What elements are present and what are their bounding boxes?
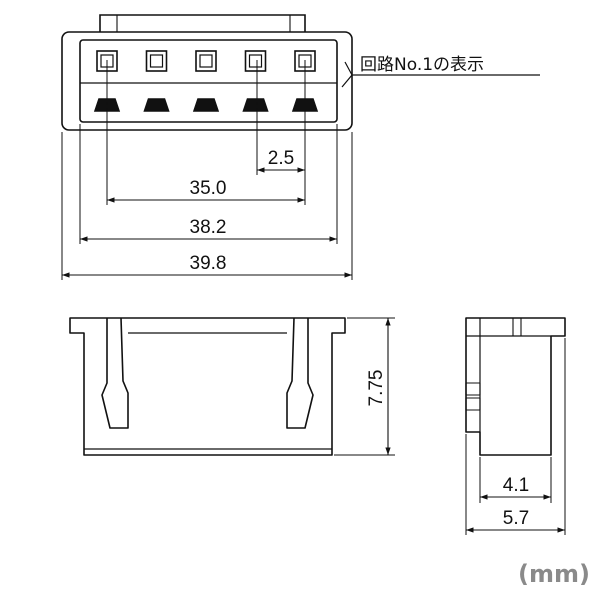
dim-height-value: 7.75 <box>366 370 387 407</box>
front-view <box>69 317 346 456</box>
pin-cavity-outer <box>244 50 267 72</box>
right-latch <box>286 317 314 429</box>
top-view-inner-body <box>79 39 338 123</box>
dim-inner-depth-value: 4.1 <box>503 475 529 496</box>
pin1-callout <box>341 61 540 88</box>
dim-pitch-value: 2.5 <box>268 148 294 169</box>
side-dimension-lines <box>465 338 566 535</box>
side-view-notch-1 <box>465 382 481 396</box>
dimension-lines <box>62 167 352 278</box>
dim-inner-width-value: 38.2 <box>190 217 227 238</box>
callout-leader <box>341 61 353 88</box>
pin-cavities <box>93 50 319 112</box>
pin-cavity-outer <box>145 50 168 72</box>
top-view <box>61 14 353 131</box>
left-latch <box>101 317 129 429</box>
unit-label: (mm) <box>518 560 590 588</box>
pin-cavity-outer <box>195 50 217 72</box>
pin-contact-slot <box>192 98 220 112</box>
pin-contact-slot <box>242 98 269 112</box>
dim-pin-span-value: 35.0 <box>190 178 227 199</box>
side-view-outline <box>465 317 566 456</box>
height-dimension <box>334 317 395 456</box>
dim-overall-depth-value: 5.7 <box>503 508 529 529</box>
front-view-outline <box>69 317 346 456</box>
side-view-notch-2 <box>465 397 481 411</box>
side-view <box>465 317 566 456</box>
pin1-label: 回路No.1の表示 <box>360 55 484 75</box>
top-latch <box>99 14 306 32</box>
top-view-outer-body <box>61 31 353 131</box>
pin-cavity-inner <box>248 54 263 68</box>
pin-cavity-inner <box>199 54 213 68</box>
dim-overall-width-value: 39.8 <box>190 253 227 274</box>
pin-contact-slot <box>143 98 170 112</box>
pin-cavity-inner <box>149 54 164 68</box>
extension-lines <box>61 60 353 280</box>
